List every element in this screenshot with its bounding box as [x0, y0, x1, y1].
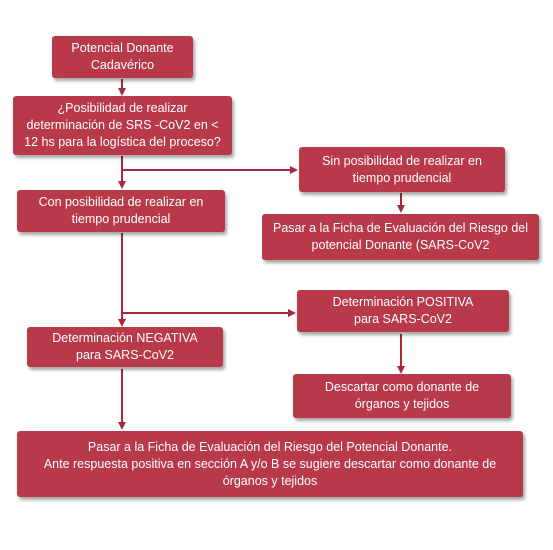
node-positive: Determinación POSITIVA para SARS-CoV2	[297, 290, 509, 332]
node-potential-donor-line-1: Potencial Donante	[71, 41, 174, 55]
node-discard: Descartar como donante de órganos y teji…	[293, 374, 511, 418]
node-go-risk-form-line-1: Pasar a la Ficha de Evaluación del Riesg…	[272, 221, 528, 235]
node-go-risk-form-line-2: potencial Donante (SARS-CoV2	[311, 238, 490, 252]
node-with-possibility-line-2: tiempo prudencial	[71, 212, 171, 226]
node-discard-line-2: órganos y tejidos	[354, 397, 450, 411]
node-with-possibility-line-1: Con posibilidad de realizar en	[38, 195, 204, 209]
node-final-line-1: Pasar a la Ficha de Evaluación del Riesg…	[87, 439, 453, 454]
node-potential-donor: Potencial Donante Cadavérico	[52, 36, 193, 78]
node-no-possibility: Sin posibilidad de realizar en tiempo pr…	[299, 147, 505, 192]
node-positive-line-1: Determinación POSITIVA	[332, 295, 474, 309]
node-final-line-3: órganos y tejidos	[222, 473, 318, 488]
node-discard-line-1: Descartar como donante de	[324, 380, 480, 394]
node-positive-line-2: para SARS-CoV2	[354, 312, 452, 326]
node-no-possibility-line-1: Sin posibilidad de realizar en	[322, 153, 482, 168]
node-negative: Determinación NEGATIVA para SARS-CoV2	[27, 327, 223, 367]
node-negative-line-1: Determinación NEGATIVA	[52, 331, 198, 345]
node-potential-donor-line-2: Cadavérico	[90, 58, 155, 72]
node-question-line-3: 12 hs para la logística del proceso?	[24, 135, 221, 149]
node-question-line-2: determinación de SRS -CoV2 en <	[26, 118, 219, 132]
node-go-risk-form: Pasar a la Ficha de Evaluación del Riesg…	[262, 214, 539, 260]
node-question: ¿Posibilidad de realizar determinación d…	[13, 96, 232, 155]
node-negative-line-2: para SARS-CoV2	[76, 348, 174, 362]
node-with-possibility: Con posibilidad de realizar en tiempo pr…	[17, 190, 225, 232]
node-final-instruction: Pasar a la Ficha de Evaluación del Riesg…	[17, 431, 523, 497]
node-final-line-2: Ante respuesta positiva en sección A y/o…	[43, 456, 497, 471]
node-question-line-1: ¿Posibilidad de realizar	[57, 101, 188, 115]
node-no-possibility-line-2: tiempo prudencial	[352, 170, 452, 185]
